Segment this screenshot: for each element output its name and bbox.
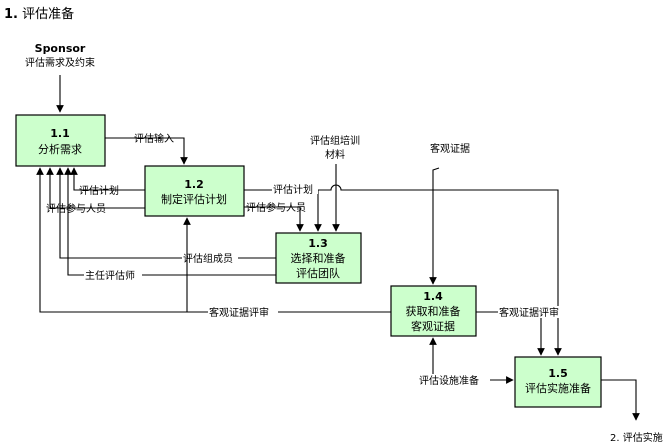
flow-team-members-label: 评估组成员 <box>183 252 233 265</box>
flow-assessment-input <box>105 137 188 165</box>
sponsor-subtitle: 评估需求及约束 <box>25 56 95 69</box>
process-1-3-label-1: 选择和准备 <box>291 251 346 265</box>
process-1-4-label-2: 客观证据 <box>411 319 455 333</box>
flow-objective-evidence <box>429 167 440 285</box>
flow-evidence-review-right-label: 客观证据评审 <box>499 306 559 319</box>
process-1-1-label: 分析需求 <box>38 142 82 156</box>
flow-plan-out-label: 评估计划 <box>273 183 313 196</box>
process-1-5-label: 评估实施准备 <box>525 381 591 395</box>
process-1-2-id: 1.2 <box>184 178 204 191</box>
flow-plan-to-1-1 <box>70 167 145 191</box>
input-objective-evidence-label: 客观证据 <box>430 142 470 155</box>
process-box-1-2 <box>144 165 245 217</box>
flow-participants-out-label: 评估参与人员 <box>246 201 306 214</box>
flow-lead-assessor <box>64 167 276 276</box>
flow-assessment-input-label: 评估输入 <box>134 132 174 145</box>
process-1-2-label: 制定评估计划 <box>161 192 227 206</box>
process-1-5-id: 1.5 <box>548 367 568 380</box>
process-box-1-5 <box>514 356 602 408</box>
flow-participants-to-1-1-label: 评估参与人员 <box>46 202 106 215</box>
process-box-1-4 <box>390 285 477 337</box>
input-training-label-2: 材料 <box>325 148 345 161</box>
flow-evidence-review-left-label: 客观证据评审 <box>209 306 269 319</box>
flow-plan-to-1-1-label: 评估计划 <box>79 184 119 197</box>
process-box-1-1 <box>15 114 106 167</box>
flow-to-next-step <box>601 379 640 421</box>
flow-lead-assessor-label: 主任评估师 <box>85 269 135 282</box>
process-box-1-3 <box>275 232 362 284</box>
sponsor-label: Sponsor <box>35 42 86 55</box>
flow-participants-to-1-3 <box>244 206 304 232</box>
process-1-1-id: 1.1 <box>50 127 70 140</box>
process-1-4-id: 1.4 <box>423 290 443 303</box>
input-prep-label: 评估设施准备 <box>419 374 479 387</box>
flow-participants-to-1-1 <box>46 167 145 209</box>
page-title: 1. 评估准备 <box>4 6 74 22</box>
process-1-3-id: 1.3 <box>308 237 328 250</box>
process-1-4-label-1: 获取和准备 <box>406 304 461 318</box>
next-step-label: 2. 评估实施 <box>610 431 663 444</box>
input-training-label-1: 评估组培训 <box>310 134 360 147</box>
process-1-3-label-2: 评估团队 <box>296 266 340 280</box>
flow-plan-to-1-5 <box>318 184 562 356</box>
